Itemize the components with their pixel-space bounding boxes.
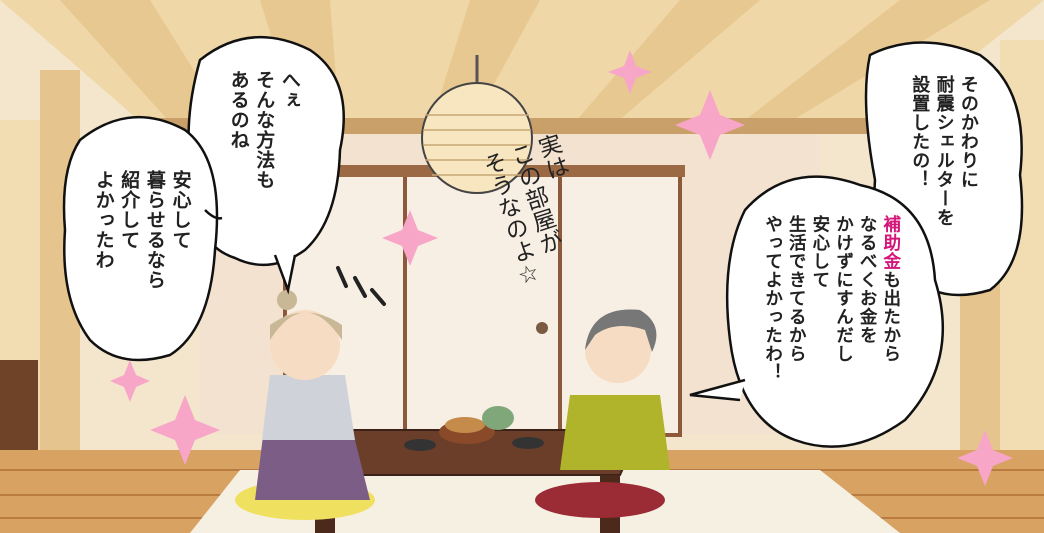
- dialogue-line: 紹介して: [118, 170, 141, 250]
- dialogue-left-2: 安心して 暮らせるなら 紹介して よかったわ: [90, 170, 193, 350]
- sparkles: [110, 50, 1013, 486]
- dialogue-right-2: 補助金も出たから なるべくお金を かけずにすんだし 安心して 生活できてるから …: [760, 215, 902, 425]
- dialogue-line: あるのね: [227, 70, 250, 150]
- dialogue-line: やってよかったわ！: [762, 215, 783, 382]
- woman-right: [535, 309, 670, 518]
- surprise-marks: [336, 266, 386, 306]
- speech-bubbles-left: [62, 35, 345, 362]
- dialogue-line: 設置したの！: [909, 75, 931, 189]
- highlight-word: 補助金: [880, 215, 901, 271]
- dialogue-line: 生活できてるから: [786, 215, 807, 363]
- dialogue-right-1: そのかわりに 耐震シェルターを 設置したの！: [907, 75, 980, 285]
- woman-left: [235, 290, 375, 520]
- speech-bubbles-right: [689, 41, 1024, 448]
- dialogue-line: よかったわ: [92, 170, 115, 270]
- dialogue-line: へぇ: [278, 70, 301, 110]
- dialogue-line: 安心して: [169, 170, 192, 250]
- dialogue-line: そのかわりに: [957, 75, 979, 189]
- dialogue-line: 耐震シェルターを: [933, 75, 955, 227]
- dialogue-line: なるべくお金を: [857, 215, 878, 345]
- dialogue-line: 暮らせるなら: [143, 170, 166, 290]
- dialogue-line: 安心して: [809, 215, 830, 289]
- dialogue-line: かけずにすんだし: [833, 215, 854, 363]
- dialogue-line: そんな方法も: [253, 70, 276, 190]
- paper-lantern: [421, 55, 533, 194]
- dialogue-left-1: へぇ そんな方法も あるのね: [225, 70, 302, 270]
- dialogue-line: 補助金も出たから: [880, 215, 901, 363]
